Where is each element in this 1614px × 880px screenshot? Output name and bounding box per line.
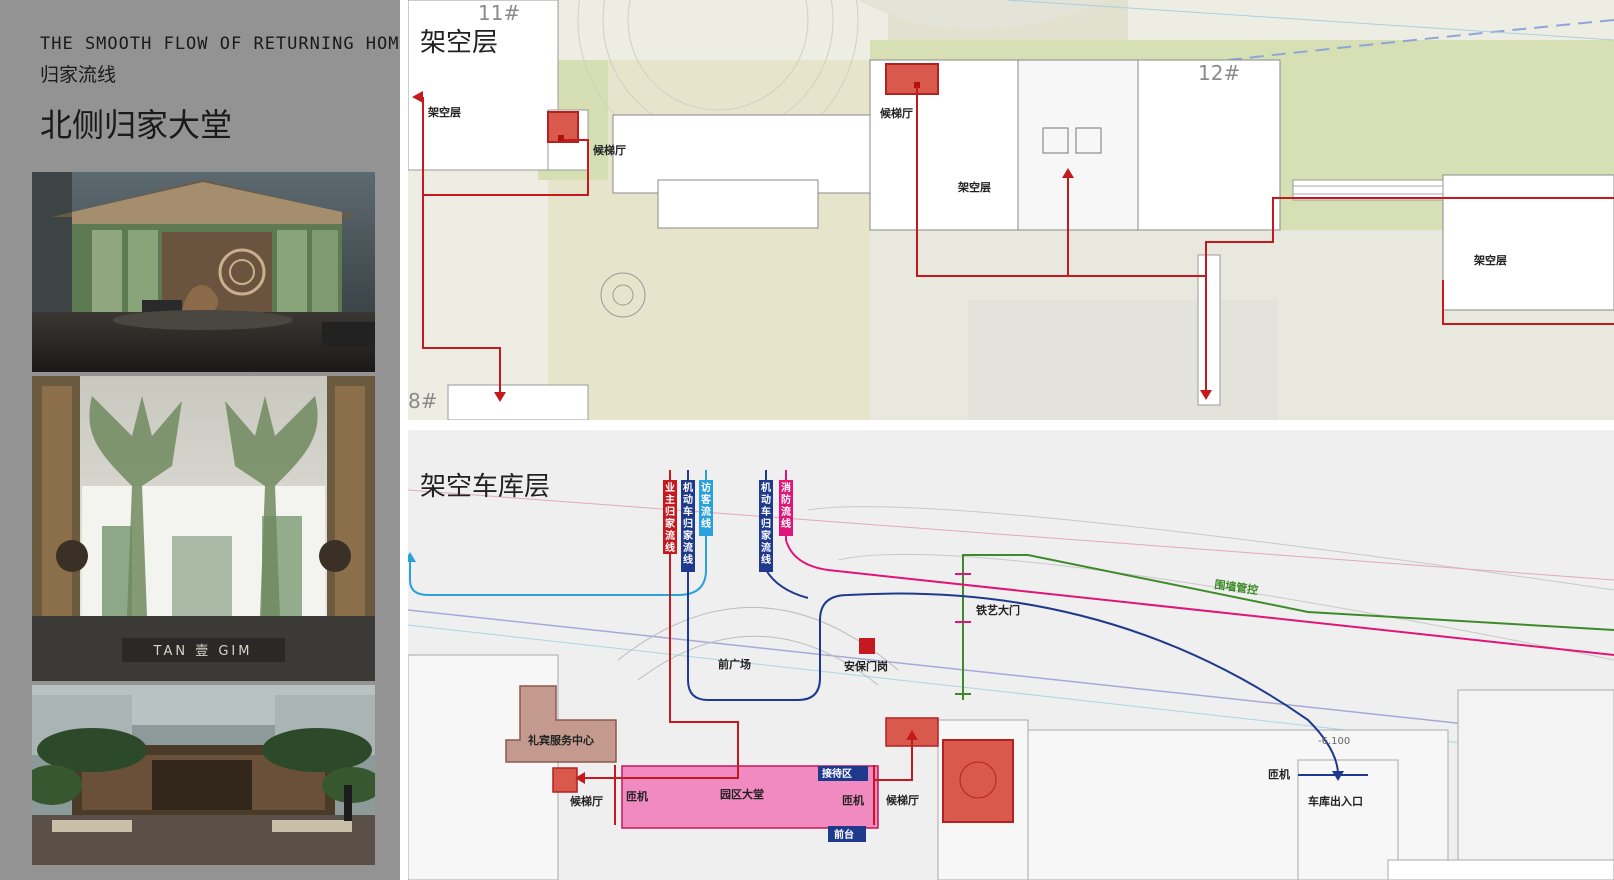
photo-entrance-hall: TAN 壹 GIM	[32, 376, 375, 681]
legend	[663, 480, 793, 572]
panel-divider	[400, 0, 408, 880]
photo-courtyard	[32, 685, 375, 865]
label-overhead-a: 架空层	[427, 105, 461, 119]
label-overhead-c: 架空层	[1473, 253, 1507, 267]
label-overhead-b: 架空层	[957, 180, 991, 194]
label-lobby: 园区大堂	[720, 787, 764, 801]
section-heading: 北侧归家大堂	[40, 106, 233, 144]
legend-vehicle-a: 机动车归家流线	[683, 483, 693, 566]
label-gate-right: 匝机	[842, 793, 864, 807]
building-number-8: 8#	[408, 389, 437, 413]
label-elevation: -6.100	[1318, 736, 1350, 747]
label-security-post: 安保门岗	[844, 659, 888, 673]
label-iron-gate: 铁艺大门	[976, 603, 1020, 617]
title-chinese: 归家流线	[40, 64, 117, 86]
label-elevator-hall-right: 候梯厅	[886, 793, 919, 807]
left-panel: THE SMOOTH FLOW OF RETURNING HOME 归家流线 北…	[0, 0, 410, 880]
label-wall-control: 围墙管控	[1214, 577, 1260, 597]
label-garage-entry: 车库出入口	[1308, 794, 1363, 808]
label-gate-garage: 匝机	[1268, 767, 1290, 781]
legend-owner: 业主归家流线	[665, 483, 675, 554]
label-front-desk: 前台	[834, 828, 854, 841]
legend-vehicle-b: 机动车归家流线	[761, 483, 771, 566]
label-reception: 接待区	[822, 767, 852, 780]
legend-visitor: 访客流线	[701, 483, 711, 530]
label-front-plaza: 前广场	[718, 657, 751, 671]
plan-divider	[408, 420, 1614, 430]
label-concierge: 礼宾服务中心	[528, 733, 594, 747]
label-elevator-hall-b: 候梯厅	[880, 106, 913, 120]
bottom-plan-title: 架空车库层	[420, 472, 551, 502]
building-number-12: 12#	[1198, 61, 1240, 85]
label-gate-left: 匝机	[626, 789, 648, 803]
legend-fire: 消防流线	[781, 483, 791, 530]
overhead-floor-plan: 11# 12# 8# 架空层 候梯厅 候梯厅 架空层 架空层 架空层	[408, 0, 1614, 420]
photo-pavilion-lobby	[32, 172, 375, 372]
top-plan-title: 架空层	[420, 28, 499, 58]
label-elevator-hall-left: 候梯厅	[570, 794, 603, 808]
label-elevator-hall-a: 候梯厅	[593, 143, 626, 157]
garage-floor-plan: 围墙管控 铁艺大门 前广场 安保门岗 礼宾服务中心 园区大堂 接待区 前台 匝机…	[408, 430, 1614, 880]
title-english: THE SMOOTH FLOW OF RETURNING HOME	[40, 34, 411, 54]
logo-text: TAN 壹 GIM	[153, 644, 253, 659]
building-number-11: 11#	[478, 1, 520, 25]
